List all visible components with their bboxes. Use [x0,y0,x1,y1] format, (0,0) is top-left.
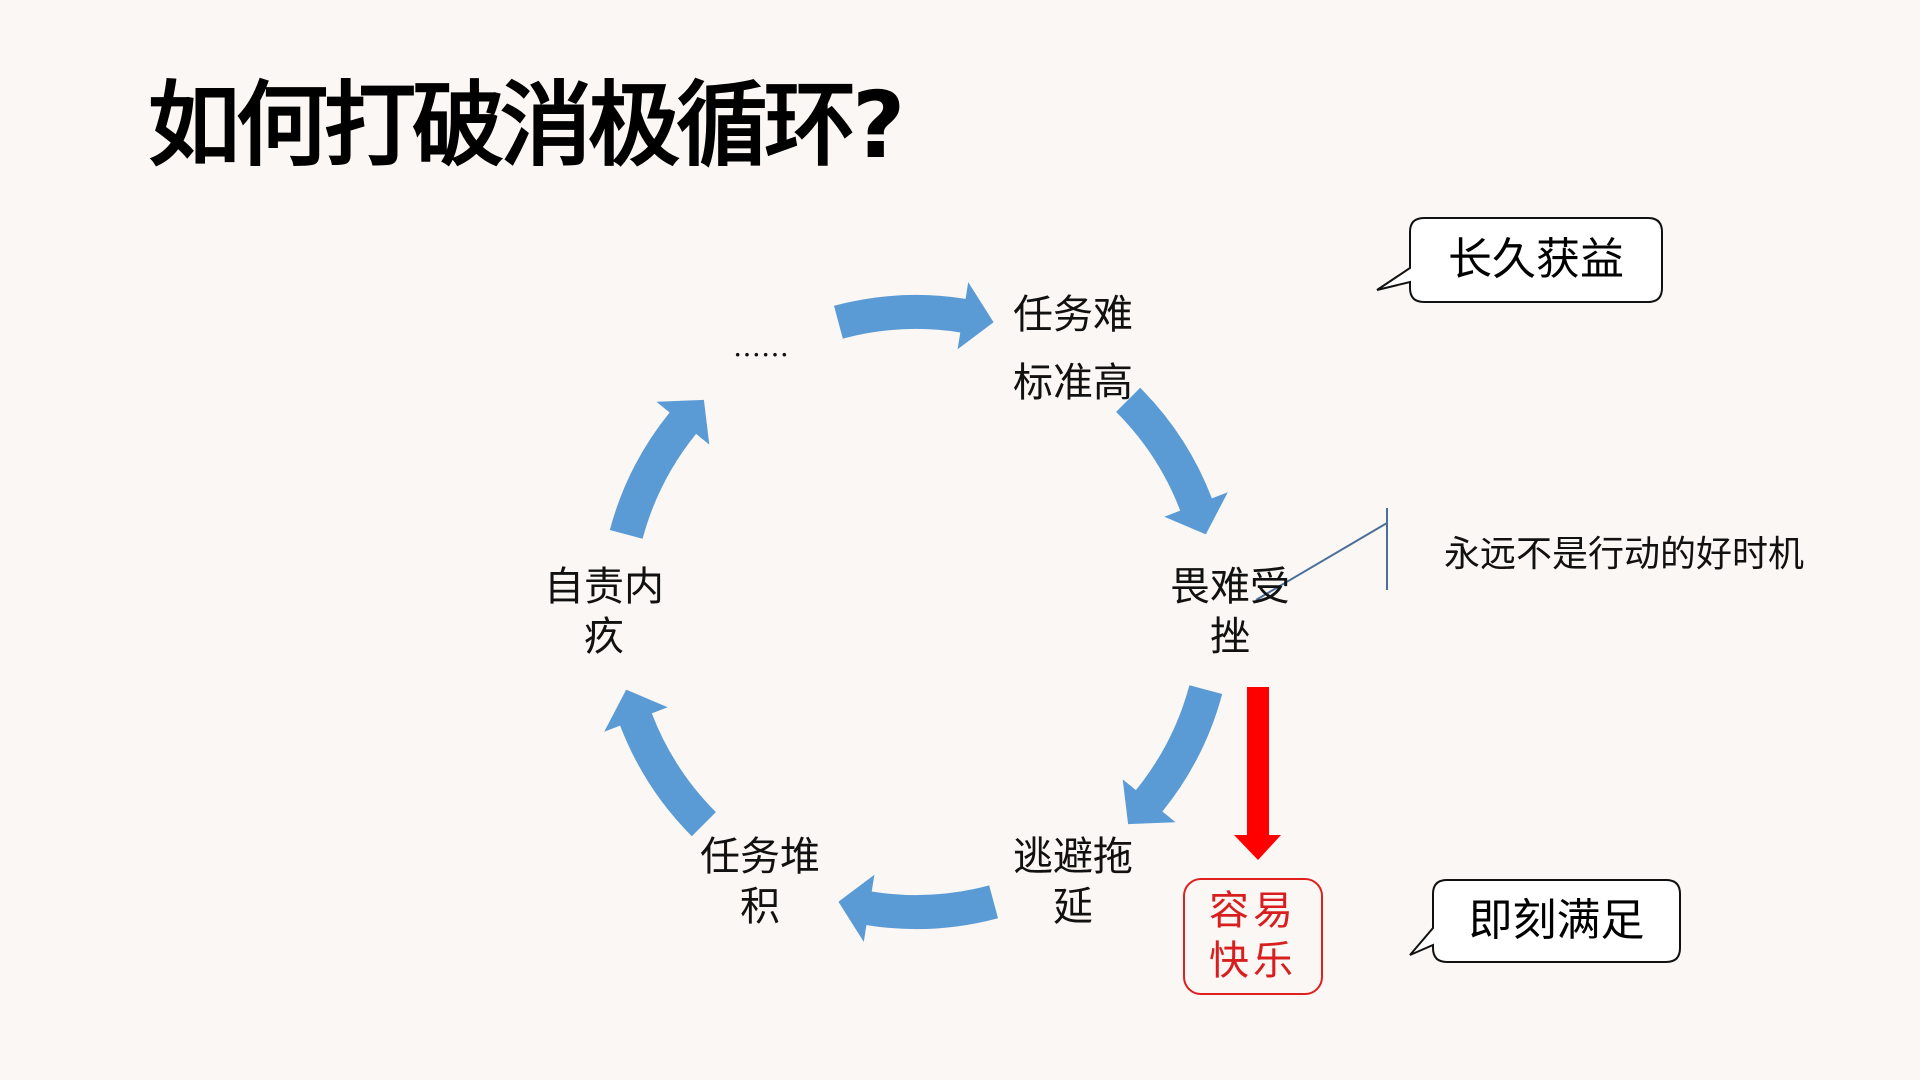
easy-pleasure-line: 快乐 [1209,938,1297,984]
page-title: 如何打破消极循环? [148,72,905,179]
node-avoid-procrastinate: 逃避拖 延 [988,832,1158,932]
node-line: 逃避拖 [1013,834,1133,880]
cycle-arrows [604,282,1228,942]
cycle-arrow [834,282,994,350]
callout-long-term-text: 长久获益 [1448,234,1624,285]
node-line: 任务难 [1013,292,1133,338]
callout-bubble-instant [1409,879,1681,963]
node-fear-difficulty: 畏难受 挫 [1145,562,1315,662]
callout-bubble-long-term [1376,217,1663,303]
node-line: 畏难受 [1170,564,1290,610]
node-line: 挫 [1210,614,1250,660]
node-line: 疚 [584,614,624,660]
node-line: 任务堆 [700,834,820,880]
easy-pleasure-line: 容易 [1209,888,1297,934]
node-line: …… [733,330,789,363]
node-task-hard: 任务难 标准高 [988,281,1158,417]
easy-pleasure-box: 容易 快乐 [1183,878,1323,995]
node-line: 自责内 [544,564,664,610]
node-self-blame: 自责内 疚 [519,562,689,662]
cycle-arrow [1116,387,1228,535]
red-down-arrow [1234,687,1281,860]
node-ellipsis: …… [676,322,846,372]
cycle-arrow [838,874,998,942]
node-line: 积 [740,884,780,930]
cycle-arrow [604,689,716,837]
node-line: 延 [1053,884,1093,930]
cycle-arrow [1122,685,1223,825]
callout-instant-text: 即刻满足 [1468,895,1645,946]
cycle-arrow [609,399,710,539]
callout-never-good-time: 永远不是行动的好时机 [1444,534,1805,575]
node-task-pileup: 任务堆 积 [675,832,845,932]
node-line: 标准高 [1013,360,1133,406]
line-callout-leader [1255,522,1388,601]
